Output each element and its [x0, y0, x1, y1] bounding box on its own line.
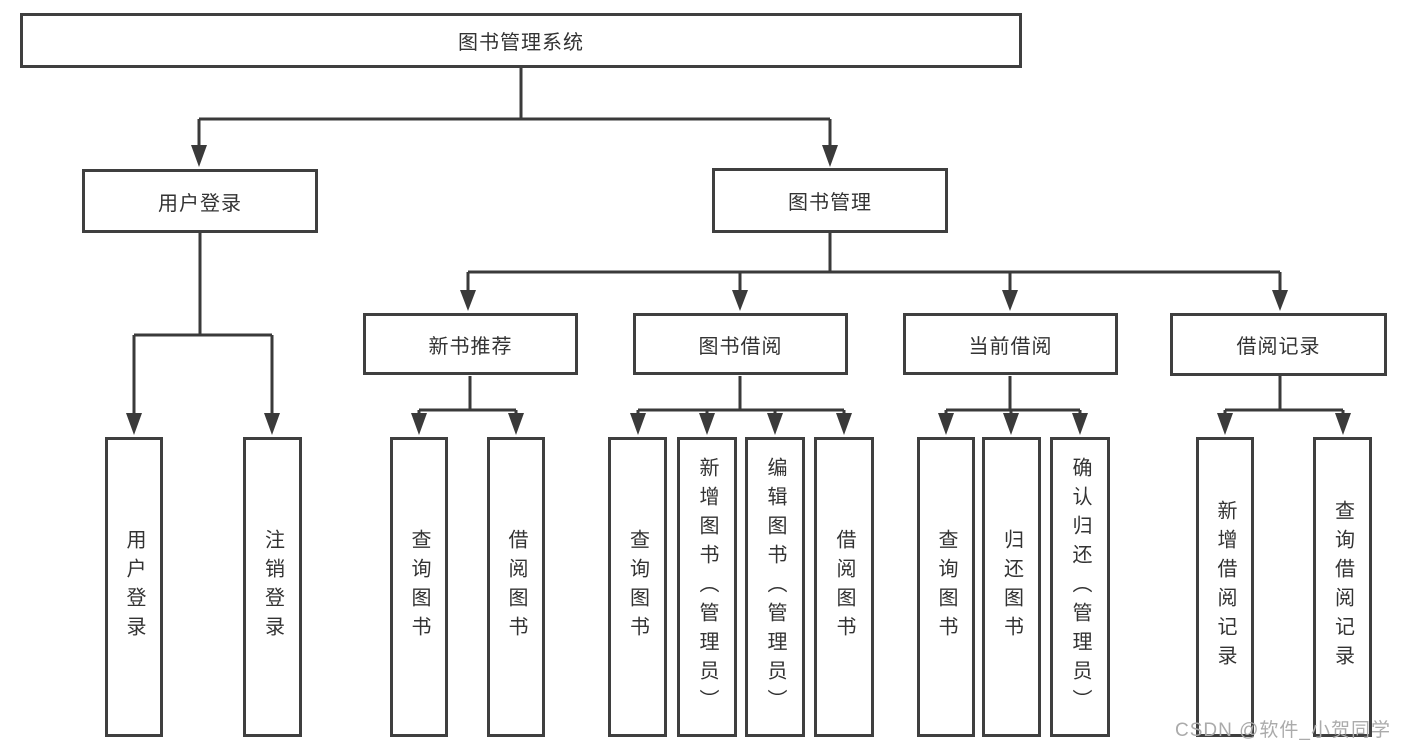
- leaf-add-borrow-record: 新增借阅记录: [1196, 437, 1254, 737]
- leaf-query-books-newrec: 查询图书: [390, 437, 448, 737]
- node-book-management: 图书管理: [712, 168, 948, 233]
- node-book-borrowing: 图书借阅: [633, 313, 848, 375]
- leaf-query-books-borrow: 查询图书: [608, 437, 667, 737]
- leaf-query-books-current: 查询图书: [917, 437, 975, 737]
- arrowhead-paths: [126, 145, 1351, 435]
- leaf-query-books-newrec-label: 查询图书: [408, 529, 430, 645]
- leaf-borrow-books-newrec: 借阅图书: [487, 437, 545, 737]
- node-root-label: 图书管理系统: [458, 32, 584, 54]
- leaf-query-books-borrow-label: 查询图书: [626, 529, 649, 645]
- leaf-confirm-return-admin-label: 确认归还（管理员）: [1069, 456, 1091, 718]
- leaf-confirm-return-admin: 确认归还（管理员）: [1050, 437, 1110, 737]
- node-borrowing-records: 借阅记录: [1170, 313, 1387, 376]
- leaf-borrow-books-borrow-label: 借阅图书: [833, 529, 855, 645]
- node-current-borrowing: 当前借阅: [903, 313, 1118, 375]
- leaf-user-login-label: 用户登录: [123, 529, 145, 645]
- leaf-add-borrow-record-label: 新增借阅记录: [1214, 500, 1236, 674]
- node-new-book-recommend: 新书推荐: [363, 313, 578, 375]
- leaf-query-borrow-record-label: 查询借阅记录: [1331, 500, 1354, 674]
- node-book-borrowing-label: 图书借阅: [698, 335, 783, 358]
- leaf-query-books-current-label: 查询图书: [935, 529, 957, 645]
- leaf-logout: 注销登录: [243, 437, 302, 737]
- leaf-add-book-admin-label: 新增图书（管理员）: [696, 456, 718, 718]
- leaf-edit-book-admin: 编辑图书（管理员）: [745, 437, 805, 737]
- leaf-user-login: 用户登录: [105, 437, 163, 737]
- csdn-watermark: CSDN @软件_小贺同学: [1175, 720, 1391, 741]
- node-user-login-label: 用户登录: [158, 192, 242, 215]
- node-current-borrowing-label: 当前借阅: [968, 335, 1053, 358]
- node-new-book-recommend-label: 新书推荐: [428, 335, 513, 358]
- leaf-logout-label: 注销登录: [261, 529, 284, 645]
- leaf-borrow-books-newrec-label: 借阅图书: [505, 529, 527, 645]
- leaf-query-borrow-record: 查询借阅记录: [1313, 437, 1372, 737]
- leaf-return-books: 归还图书: [982, 437, 1041, 737]
- node-root: 图书管理系统: [20, 13, 1022, 68]
- node-user-login: 用户登录: [82, 169, 318, 233]
- leaf-add-book-admin: 新增图书（管理员）: [677, 437, 737, 737]
- leaf-return-books-label: 归还图书: [1000, 529, 1023, 645]
- leaf-borrow-books-borrow: 借阅图书: [814, 437, 874, 737]
- node-borrowing-records-label: 借阅记录: [1236, 336, 1321, 358]
- node-book-management-label: 图书管理: [788, 192, 872, 214]
- leaf-edit-book-admin-label: 编辑图书（管理员）: [764, 456, 786, 718]
